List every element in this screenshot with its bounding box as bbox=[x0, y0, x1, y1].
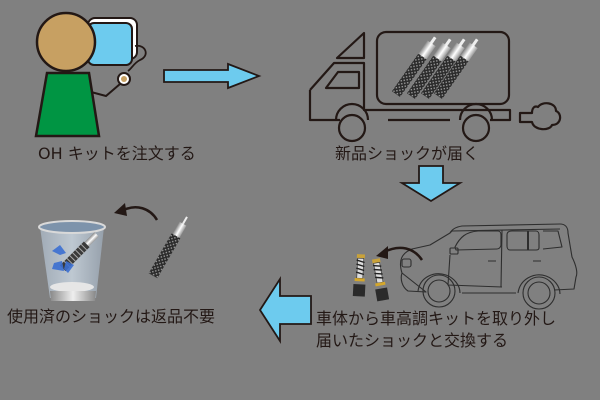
truck-window bbox=[324, 70, 361, 90]
flow-arrow-right bbox=[163, 62, 262, 90]
flow-arrow-down bbox=[398, 165, 464, 203]
step-order-caption: OH キットを注文する bbox=[38, 144, 196, 163]
used-shock-icon bbox=[148, 216, 188, 279]
step-exchange-caption-line2: 届いたショックと交換する bbox=[316, 331, 509, 350]
car-rear-window bbox=[506, 230, 540, 251]
removal-curved-arrow bbox=[376, 246, 424, 261]
delivery-truck-illustration bbox=[308, 30, 562, 143]
phone-icon bbox=[87, 17, 147, 86]
recycle-bin-icon bbox=[38, 220, 106, 301]
car-body-outline bbox=[399, 223, 578, 294]
car-front-window bbox=[454, 230, 502, 251]
car-wheel-rear bbox=[522, 276, 556, 310]
car-illustration bbox=[399, 223, 578, 310]
exhaust-puff-icon bbox=[518, 102, 562, 131]
dispose-curved-arrow bbox=[114, 203, 159, 221]
truck-wheel-rear bbox=[461, 113, 491, 143]
flow-arrow-left bbox=[258, 275, 312, 345]
coilover-shocks-icon bbox=[352, 254, 390, 302]
step-dispose-caption: 使用済のショックは返品不要 bbox=[7, 307, 216, 326]
truck-deflector bbox=[335, 31, 366, 60]
person-arm bbox=[90, 83, 121, 98]
car-wheel-front bbox=[422, 274, 456, 308]
person-ordering-illustration bbox=[34, 11, 147, 138]
truck-cargo-box bbox=[375, 30, 511, 106]
person-body bbox=[34, 71, 101, 138]
step-exchange-caption-line1: 車体から車高調キットを取り外し bbox=[316, 309, 557, 328]
new-shocks-in-cargo bbox=[391, 36, 479, 99]
step-delivery-caption: 新品ショックが届く bbox=[335, 144, 480, 163]
recycle-symbol-icon bbox=[52, 245, 74, 273]
truck-wheel-front bbox=[337, 113, 367, 143]
person-head bbox=[35, 11, 97, 73]
